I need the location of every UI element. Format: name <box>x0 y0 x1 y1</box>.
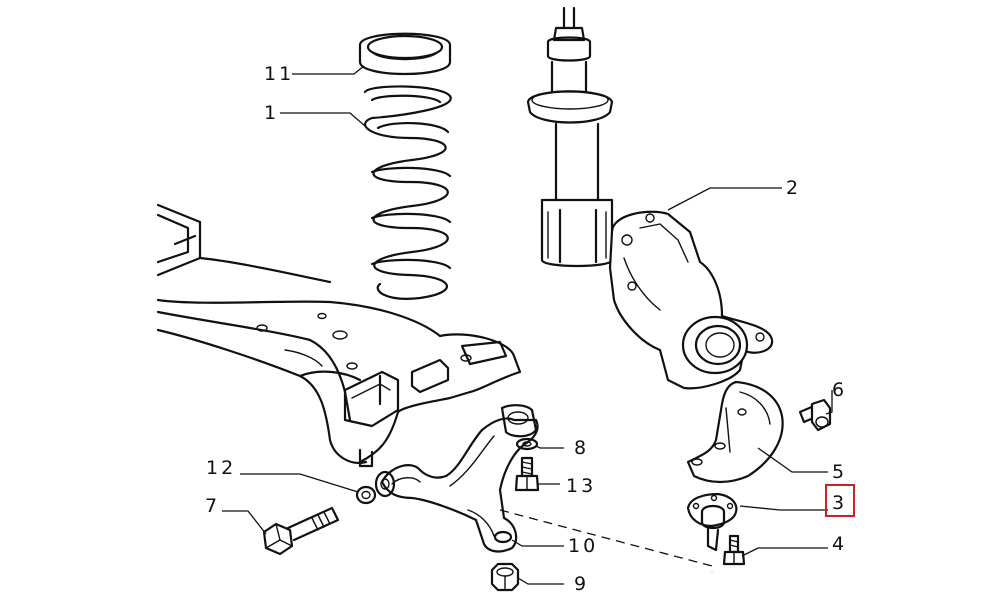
washer-part-8[interactable] <box>515 437 539 451</box>
steering-knuckle-part[interactable] <box>608 210 774 390</box>
lower-control-arm-part[interactable] <box>374 404 539 553</box>
subframe-crossmember-part[interactable] <box>156 203 522 468</box>
callout-labels: 11 1 2 6 5 3 4 8 13 10 9 12 7 <box>205 63 855 595</box>
callout-9: 9 <box>574 573 589 595</box>
nut-part-9[interactable] <box>490 562 520 592</box>
callout-5: 5 <box>832 461 847 483</box>
spring-seat-part[interactable] <box>358 32 452 76</box>
callout-1: 1 <box>264 102 279 124</box>
callout-8: 8 <box>574 437 589 459</box>
bolt-part-4[interactable] <box>722 534 746 566</box>
coil-spring-part[interactable] <box>363 85 452 300</box>
callout-11: 11 <box>264 63 294 85</box>
callout-7: 7 <box>205 495 220 517</box>
callout-4: 4 <box>832 533 847 555</box>
bolt-part-13[interactable] <box>514 456 540 492</box>
assembly-axis-line <box>499 509 713 572</box>
callout-2: 2 <box>786 177 801 199</box>
callout-3[interactable]: 3 <box>832 492 847 514</box>
shock-absorber-part[interactable] <box>526 6 614 268</box>
callout-13: 13 <box>566 475 596 497</box>
callout-6: 6 <box>832 379 847 401</box>
callout-12: 12 <box>206 457 236 479</box>
washer-part-12[interactable] <box>355 485 377 505</box>
dust-shield-part[interactable] <box>686 380 784 484</box>
callout-10: 10 <box>568 535 598 557</box>
bolt-part-6[interactable] <box>798 398 832 432</box>
selected-callout-highlight <box>825 484 855 517</box>
bolt-part-7[interactable] <box>262 506 340 556</box>
leader-lines <box>222 65 833 585</box>
ball-joint-part[interactable] <box>686 492 738 552</box>
